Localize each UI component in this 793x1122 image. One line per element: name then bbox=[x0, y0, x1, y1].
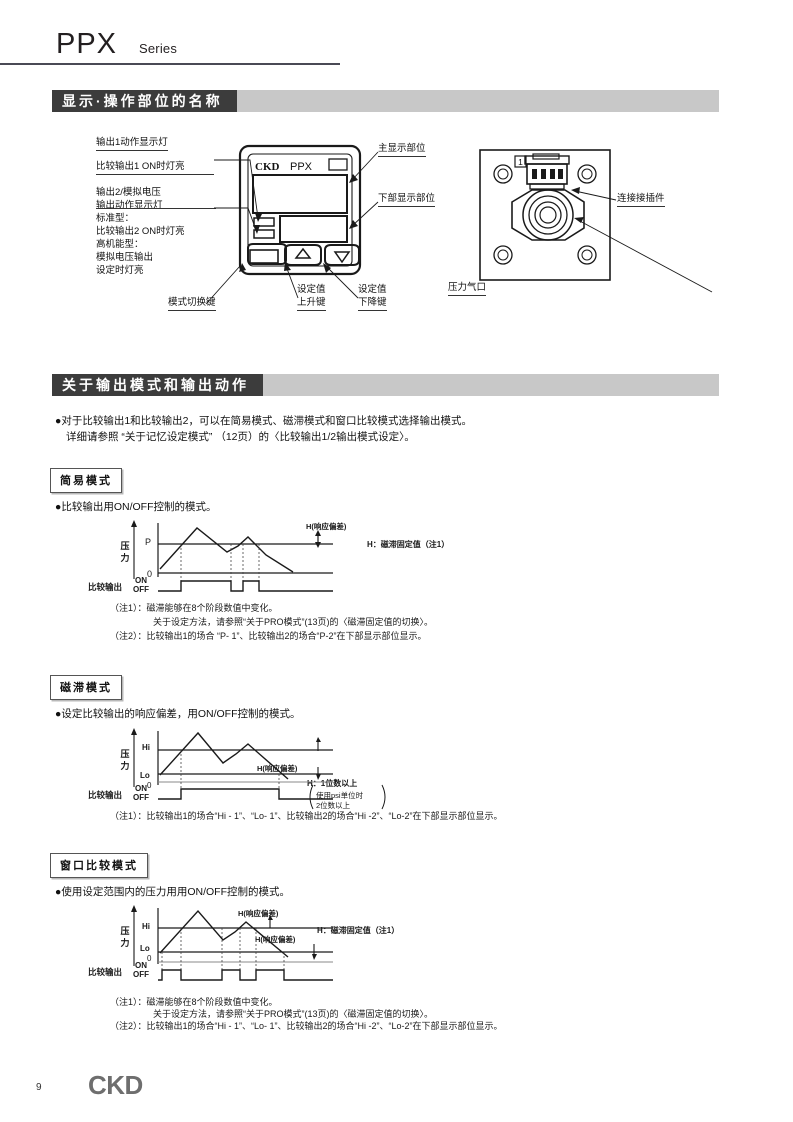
chart-hysteresis-y-axis-label: 压 力 bbox=[120, 749, 130, 771]
note-hysteresis-1: （注1）：比较输出1的场合“Hi - 1”、“Lo- 1”、比较输出2的场合“H… bbox=[110, 811, 503, 821]
note-window-2: 关于设定方法，请参照“关于PRO模式”(13页)的〈磁滞固定值的切换〉。 bbox=[153, 1009, 434, 1019]
chart-hysteresis-threshold-zero: 0 bbox=[147, 781, 152, 790]
chart-simple-annotation-h: H(响应偏差) bbox=[306, 522, 347, 531]
chart-window-svg bbox=[131, 905, 333, 981]
callout-output2-desc-3: 高机能型： bbox=[96, 239, 144, 250]
output-modes-intro-line2: 详细请参照 “关于记忆设定模式” （12页）的〈比较输出1/2输出模式设定〉。 bbox=[66, 431, 415, 443]
mode-chip-window: 窗口比较模式 bbox=[50, 853, 148, 878]
chart-window-threshold-lo: Lo bbox=[140, 944, 150, 953]
chart-window-threshold-hi: Hi bbox=[142, 922, 150, 931]
chart-simple-output-label: 比较输出 bbox=[88, 582, 123, 592]
brand-series: Series bbox=[139, 41, 178, 56]
section-bar-display-parts: 显示·操作部位的名称 bbox=[52, 90, 719, 112]
callout-output1-lamp: 输出1动作显示灯 bbox=[96, 136, 168, 151]
chart-simple-state-off: OFF bbox=[133, 585, 149, 594]
callout-up-key: 设定值 上升键 bbox=[297, 283, 326, 311]
callout-pressure-port: 压力气口 bbox=[448, 281, 487, 296]
chart-window-annotation-h-upper: H(响应偏差) bbox=[238, 909, 279, 918]
callout-output2-desc-4: 模拟电压输出 bbox=[96, 252, 154, 263]
chart-hysteresis-legend-2: 使用psi单位时 bbox=[316, 791, 364, 800]
device-rear-view: 1 bbox=[479, 149, 611, 281]
callout-output2-desc-2: 比较输出2 ON时灯亮 bbox=[96, 226, 185, 237]
chart-hysteresis-legend-paren bbox=[309, 784, 386, 810]
chart-simple-threshold-zero: 0 bbox=[147, 569, 153, 579]
section-title-display-parts: 显示·操作部位的名称 bbox=[52, 90, 237, 112]
chart-simple-legend: H：磁滞固定值（注1） bbox=[367, 540, 450, 549]
chart-simple-threshold-p: P bbox=[145, 537, 152, 547]
chart-hysteresis-threshold-hi: Hi bbox=[142, 743, 150, 752]
callout-down-key: 设定值 下降键 bbox=[358, 283, 387, 311]
callout-output2-lamp: 输出2/模拟电压 输出动作显示灯 bbox=[96, 187, 163, 211]
chart-window-annotation-h-lower: H(响应偏差) bbox=[255, 935, 296, 944]
section-title-output-modes: 关于输出模式和输出动作 bbox=[52, 374, 263, 396]
chart-window-legend: H：磁滞固定值（注1） bbox=[317, 926, 400, 935]
callout-output1-lamp-desc: 比较输出1 ON时灯亮 bbox=[96, 160, 214, 175]
mode-simple-description: ●比较输出用ON/OFF控制的模式。 bbox=[55, 501, 217, 513]
svg-text:1: 1 bbox=[518, 157, 523, 167]
chart-hysteresis-legend-3: 2位数以上 bbox=[316, 801, 351, 810]
callout-output2-desc-1: 标准型： bbox=[96, 213, 135, 224]
chart-hysteresis-threshold-lo: Lo bbox=[140, 771, 150, 780]
callout-output2-desc-5: 设定时灯亮 bbox=[96, 265, 144, 276]
chart-hysteresis-svg bbox=[131, 728, 333, 800]
device-leader-lines bbox=[205, 151, 379, 305]
chart-window-output-label: 比较输出 bbox=[88, 967, 123, 977]
note-simple-1: （注1）：磁滞能够在8个阶段数值中变化。 bbox=[110, 603, 278, 613]
callout-output2-underline bbox=[96, 208, 216, 209]
section-bar-output-modes: 关于输出模式和输出动作 bbox=[52, 374, 719, 396]
chart-simple-svg bbox=[131, 520, 333, 592]
chart-hysteresis-annotation-h: H(响应偏差) bbox=[257, 764, 298, 773]
chart-hysteresis-state-on: ON bbox=[135, 784, 147, 793]
footer-page-number: 9 bbox=[36, 1082, 42, 1093]
chart-hysteresis-legend-1: H：1位数以上 bbox=[307, 779, 358, 788]
output-modes-intro-line1: ●对于比较输出1和比较输出2，可以在简易模式、磁滞模式和窗口比较模式选择输出模式… bbox=[55, 415, 473, 427]
device-front-view: CKD PPX bbox=[238, 144, 362, 276]
mode-hysteresis-description: ●设定比较输出的响应偏差，用ON/OFF控制的模式。 bbox=[55, 708, 301, 720]
note-simple-2: 关于设定方法，请参照“关于PRO模式”(13页)的〈磁滞固定值的切换〉。 bbox=[153, 617, 434, 627]
callout-connector: 连接接插件 bbox=[617, 192, 665, 207]
chart-hysteresis-state-off: OFF bbox=[133, 793, 149, 802]
footer-logo: CKD bbox=[88, 1070, 143, 1100]
chart-simple-y-axis-label: 压 力 bbox=[120, 541, 130, 563]
chart-window-state-off: OFF bbox=[133, 970, 149, 979]
callout-main-display: 主显示部位 bbox=[378, 142, 426, 157]
chart-hysteresis-output-label: 比较输出 bbox=[88, 790, 123, 800]
note-simple-3: （注2）：比较输出1的场合 “P- 1”、比较输出2的场合“P-2”在下部显示部… bbox=[110, 631, 427, 641]
callout-mode-key: 模式切换键 bbox=[168, 296, 216, 311]
callout-sub-display: 下部显示部位 bbox=[378, 192, 436, 207]
rear-leader-lines bbox=[571, 187, 713, 293]
page-header: PPX Series bbox=[0, 28, 793, 68]
brand-title: PPX bbox=[56, 28, 118, 60]
svg-text:PPX: PPX bbox=[290, 161, 313, 173]
chart-window-threshold-zero: 0 bbox=[147, 954, 152, 963]
svg-text:CKD: CKD bbox=[255, 161, 280, 173]
header-rule bbox=[0, 63, 340, 65]
mode-window-description: ●使用设定范围内的压力用用ON/OFF控制的模式。 bbox=[55, 886, 291, 898]
mode-chip-simple: 简易模式 bbox=[50, 468, 122, 493]
mode-chip-hysteresis: 磁滞模式 bbox=[50, 675, 122, 700]
note-window-1: （注1）：磁滞能够在8个阶段数值中变化。 bbox=[110, 997, 278, 1007]
chart-window-state-on: ON bbox=[135, 961, 147, 970]
chart-window-y-axis-label: 压 力 bbox=[120, 926, 130, 948]
note-window-3: （注2）：比较输出1的场合“Hi - 1”、“Lo- 1”、比较输出2的场合“H… bbox=[110, 1021, 503, 1031]
chart-simple-state-on: ON bbox=[135, 576, 147, 585]
